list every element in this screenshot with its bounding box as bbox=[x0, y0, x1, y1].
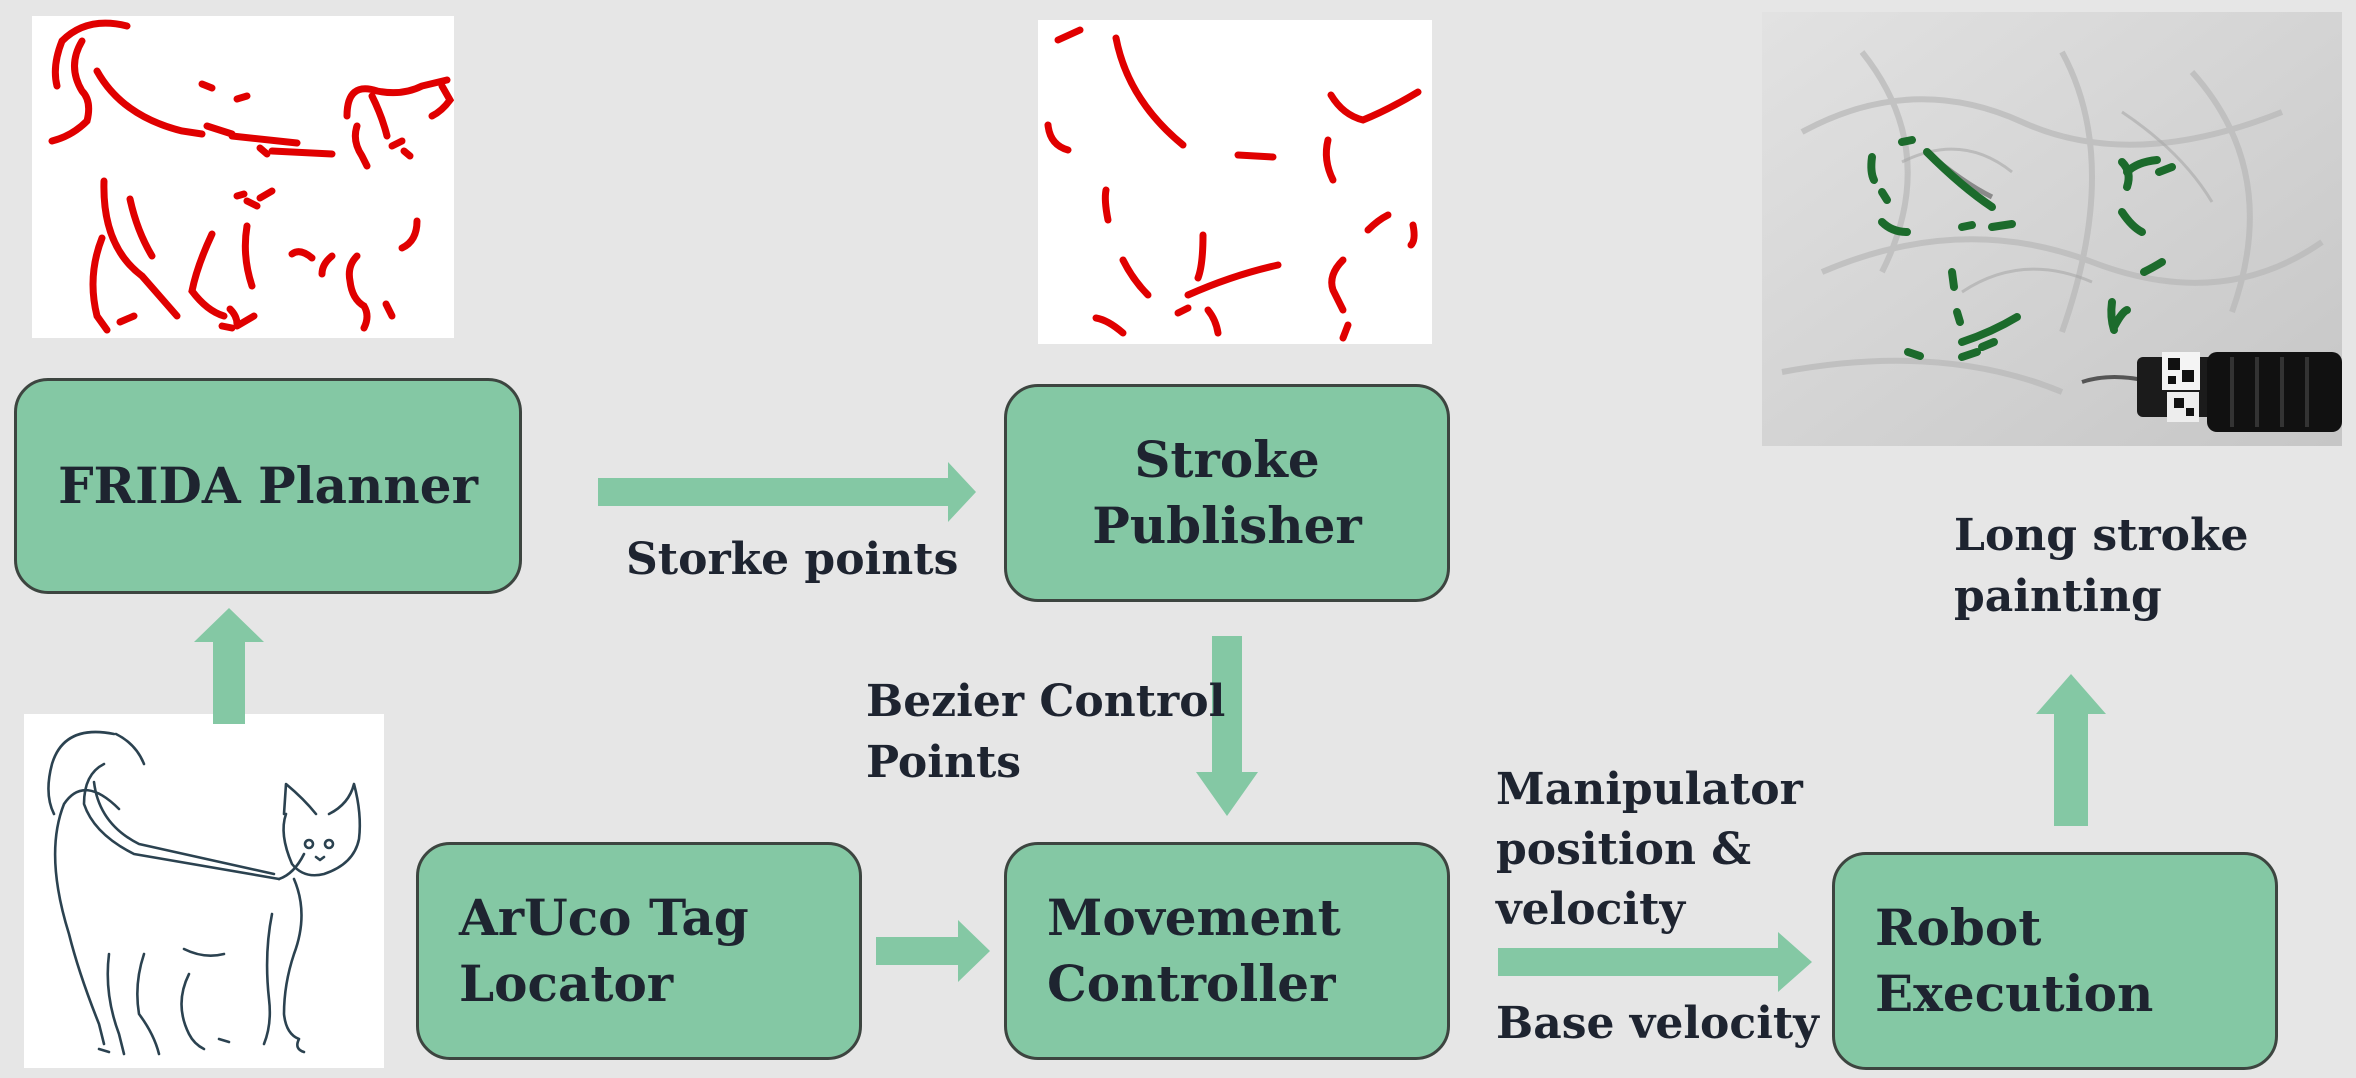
bezier-stroke-drawing bbox=[1044, 26, 1422, 342]
arrow-aruco-to-controller bbox=[876, 920, 990, 982]
stroke-publisher-label-line1: Stroke bbox=[1134, 430, 1320, 489]
manipulator-label-line3: velocity bbox=[1496, 883, 1686, 935]
long-stroke-label-line2: painting bbox=[1954, 570, 2162, 622]
bezier-stroke-image bbox=[1038, 20, 1432, 344]
frida-planner-label: FRIDA Planner bbox=[58, 456, 478, 515]
stroke-plan-drawing bbox=[48, 19, 454, 334]
painting-photo bbox=[1762, 12, 2342, 446]
manipulator-label-line1: Manipulator bbox=[1496, 764, 1803, 815]
bezier-control-points-label: Bezier Control Points bbox=[866, 672, 1225, 793]
movement-controller-label-line1: Movement bbox=[1047, 888, 1341, 947]
robot-execution-label-line2: Execution bbox=[1875, 964, 2154, 1023]
aruco-locator-box: ArUco Tag Locator bbox=[416, 842, 862, 1060]
movement-controller-label-line2: Controller bbox=[1047, 954, 1336, 1013]
robot-execution-label-line1: Robot bbox=[1875, 898, 2042, 957]
long-stroke-painting-label: Long stroke painting bbox=[1954, 506, 2248, 627]
manipulator-label: Manipulator position & velocity bbox=[1496, 760, 1803, 939]
arrow-controller-to-robot bbox=[1498, 932, 1812, 992]
arrow-publisher-to-controller bbox=[1196, 636, 1258, 816]
long-stroke-label-line1: Long stroke bbox=[1954, 510, 2249, 561]
bezier-label-line1: Bezier Control bbox=[866, 676, 1226, 727]
arrow-planner-to-publisher bbox=[598, 462, 976, 522]
stroke-plan-image bbox=[32, 16, 454, 338]
frida-planner-box: FRIDA Planner bbox=[14, 378, 522, 594]
movement-controller-box: Movement Controller bbox=[1004, 842, 1450, 1060]
base-velocity-label: Base velocity bbox=[1496, 998, 1819, 1049]
cat-sketch-image bbox=[24, 714, 384, 1068]
robot-execution-box: Robot Execution bbox=[1832, 852, 2278, 1070]
aruco-locator-label-line1: ArUco Tag bbox=[459, 888, 749, 947]
stroke-points-label: Storke points bbox=[626, 534, 959, 585]
arrow-robot-to-painting bbox=[2036, 674, 2106, 826]
manipulator-label-line2: position & bbox=[1496, 823, 1752, 875]
painting-photo-drawing bbox=[1762, 12, 2342, 446]
arrow-sketch-to-planner bbox=[194, 608, 264, 724]
robot-arm bbox=[2081, 352, 2342, 432]
bezier-label-line2: Points bbox=[866, 736, 1022, 788]
stroke-publisher-label-line2: Publisher bbox=[1092, 496, 1362, 555]
stroke-publisher-box: Stroke Publisher bbox=[1004, 384, 1450, 602]
cat-sketch-drawing bbox=[47, 730, 362, 1056]
aruco-locator-label-line2: Locator bbox=[459, 954, 674, 1013]
